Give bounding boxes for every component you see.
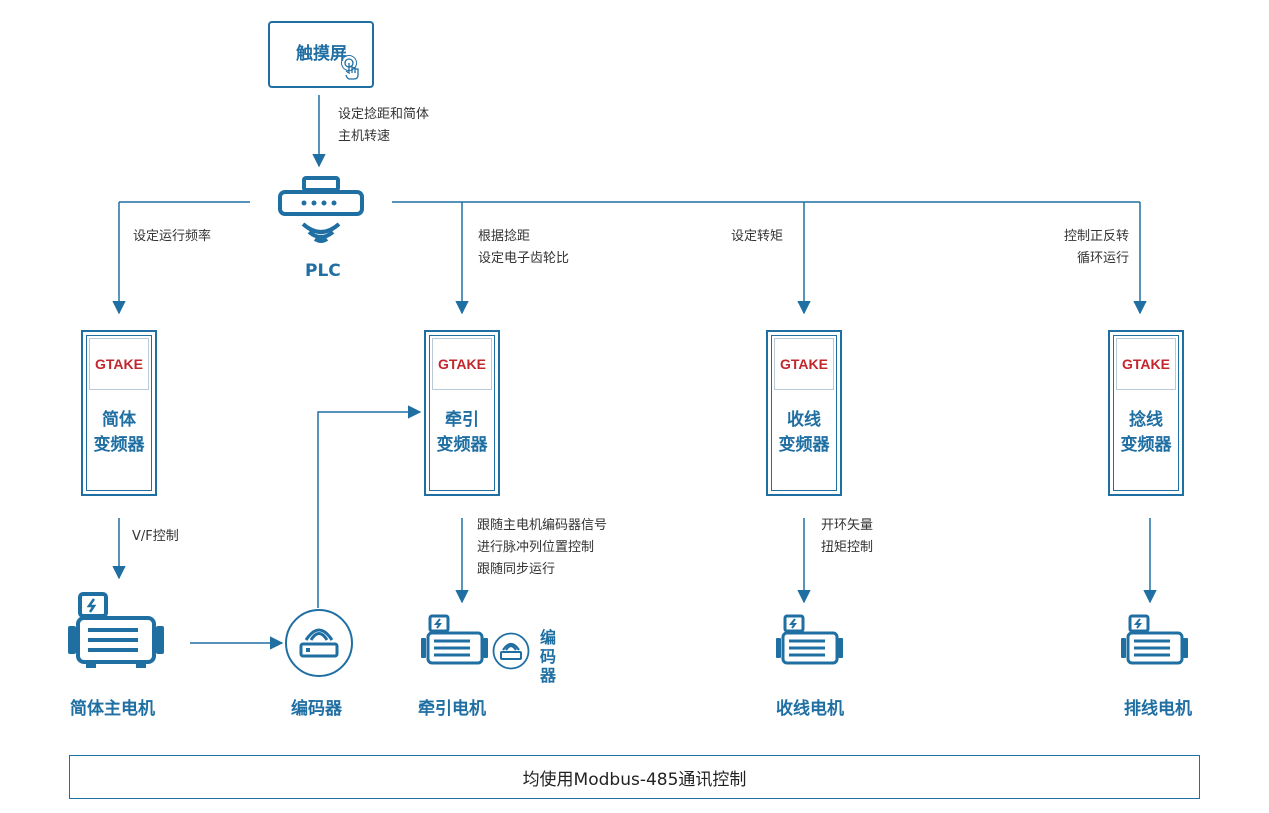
traction-motor-label: 牵引电机 (418, 699, 486, 719)
encoder-icon (285, 609, 353, 677)
inverter-name: 收线 变频器 (778, 410, 830, 455)
inverter-name: 牵引 变频器 (436, 410, 488, 455)
brand-logo: GTAKE (1116, 338, 1176, 390)
inverter-name: 简体 变频器 (93, 410, 145, 455)
note-to-drum-inverter: 设定运行频率 (133, 229, 212, 244)
brand-logo: GTAKE (89, 338, 149, 390)
traction-inverter: GTAKE 牵引 变频器 (424, 330, 500, 496)
footer-box: 均使用Modbus-485通讯控制 (69, 755, 1200, 799)
touchscreen-label: 触摸屏 (296, 44, 347, 64)
touch-hand-icon (341, 55, 359, 80)
note-to-twist-inverter: 控制正反转 循环运行 (1063, 229, 1129, 266)
inverter-name: 捻线 变频器 (1120, 410, 1172, 455)
motor-icon (421, 614, 488, 665)
note-to-traction-inverter: 根据捻距 设定电子齿轮比 (478, 229, 570, 266)
takeup-motor-label: 收线电机 (776, 699, 844, 719)
note-to-takeup-inverter: 设定转矩 (731, 229, 784, 244)
note-drum-to-motor: V/F控制 (132, 529, 179, 544)
drum-motor-label: 简体主电机 (70, 699, 155, 719)
motor-icon (1121, 614, 1188, 665)
plc-label: PLC (305, 261, 341, 281)
plc-icon (278, 176, 364, 243)
drum-inverter: GTAKE 简体 变频器 (81, 330, 157, 496)
motor-icon (776, 614, 843, 665)
note-touch-to-plc: 设定捻距和简体 主机转速 (338, 107, 430, 144)
encoder-label: 编码器 (291, 699, 342, 719)
twist-inverter: GTAKE 捻线 变频器 (1108, 330, 1184, 496)
brand-logo: GTAKE (432, 338, 492, 390)
brand-logo: GTAKE (774, 338, 834, 390)
motor-icon (68, 592, 164, 668)
takeup-inverter: GTAKE 收线 变频器 (766, 330, 842, 496)
footer-text: 均使用Modbus-485通讯控制 (522, 769, 747, 790)
note-traction-to-motor: 跟随主电机编码器信号 进行脉冲列位置控制 跟随同步运行 (477, 518, 608, 577)
small-encoder-icon (492, 632, 530, 670)
touchscreen-box: 触摸屏 (268, 21, 374, 88)
traverse-motor-label: 排线电机 (1124, 699, 1192, 719)
note-takeup-to-motor: 开环矢量 扭矩控制 (821, 518, 874, 555)
arrow-encoder-to-traction (317, 405, 422, 608)
traction-encoder-label: 编 码 器 (540, 628, 557, 685)
